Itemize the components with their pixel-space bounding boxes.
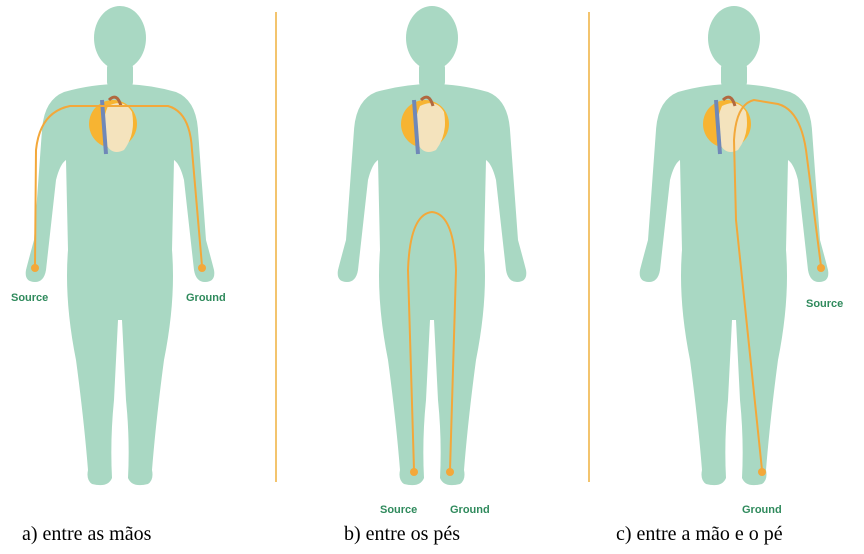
panel-b: Source Ground b) entre os pés [312, 0, 600, 554]
source-point [817, 264, 825, 272]
source-label: Source [11, 292, 48, 304]
ground-point [758, 468, 766, 476]
divider-2 [588, 12, 590, 482]
caption-b: b) entre os pés [344, 523, 460, 546]
ground-point [446, 468, 454, 476]
divider-1 [275, 12, 277, 482]
source-label: Source [380, 504, 417, 516]
body-silhouette [640, 6, 829, 485]
body-figure-b [312, 0, 600, 554]
ground-label: Ground [450, 504, 490, 516]
body-silhouette [338, 6, 527, 485]
body-figure-a [0, 0, 288, 554]
source-point [410, 468, 418, 476]
ground-label: Ground [742, 504, 782, 516]
body-silhouette [26, 6, 215, 485]
source-point [31, 264, 39, 272]
body-figure-c [614, 0, 864, 554]
panel-a: Source Ground a) entre as mãos [0, 0, 288, 554]
caption-a: a) entre as mãos [22, 523, 151, 546]
ground-label: Ground [186, 292, 226, 304]
ground-point [198, 264, 206, 272]
caption-c: c) entre a mão e o pé [616, 523, 783, 546]
source-label: Source [806, 298, 843, 310]
panel-c: Source Ground c) entre a mão e o pé [614, 0, 864, 554]
